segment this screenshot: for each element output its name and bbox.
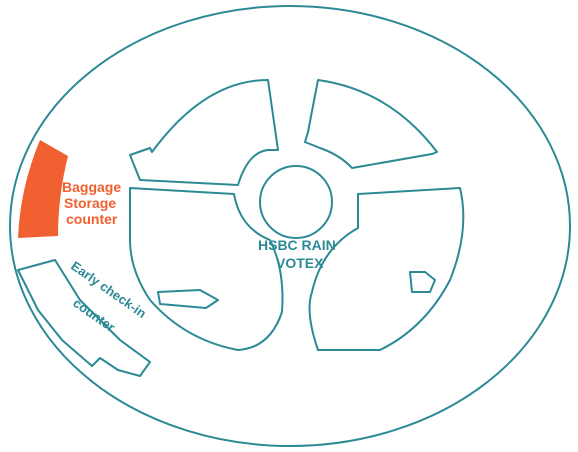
pinwheel-notch-left bbox=[157, 289, 219, 309]
hsbc-rain-vortex[interactable] bbox=[259, 165, 333, 239]
pinwheel-arm-top-right bbox=[304, 79, 438, 169]
pinwheel-arm-left bbox=[129, 187, 284, 351]
checkin-label-line2: counter bbox=[70, 295, 118, 335]
pinwheel-notch-right bbox=[409, 271, 436, 293]
pinwheel-arm-top-left bbox=[129, 79, 279, 186]
vortex-label-line1: HSBC RAIN bbox=[258, 237, 336, 253]
baggage-label-line3: counter bbox=[66, 211, 118, 227]
baggage-storage-counter-area[interactable] bbox=[18, 140, 68, 238]
terminal-outer-boundary bbox=[9, 5, 571, 447]
vortex-label-line2: VOTEX bbox=[276, 255, 324, 271]
baggage-label-line2: Storage bbox=[64, 195, 116, 211]
early-check-in-counter-area[interactable] bbox=[17, 259, 151, 377]
pinwheel-arm-right bbox=[308, 187, 465, 351]
baggage-label-line1: Baggage bbox=[62, 179, 121, 195]
